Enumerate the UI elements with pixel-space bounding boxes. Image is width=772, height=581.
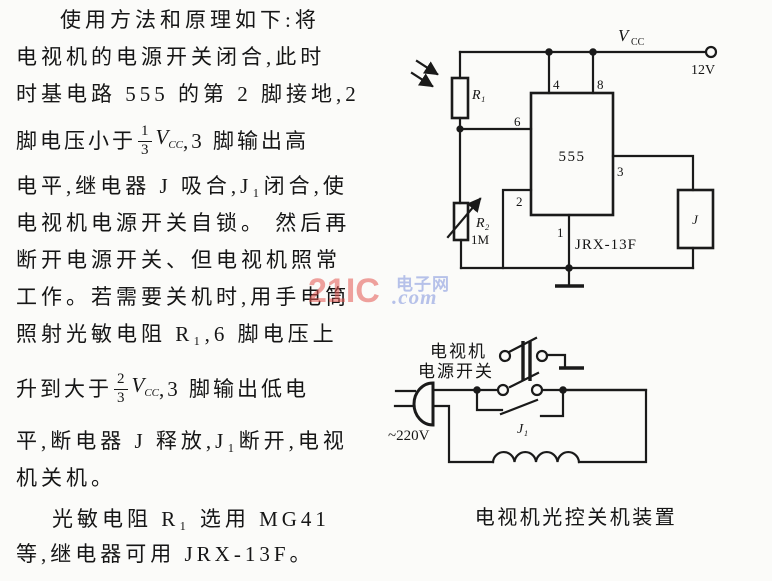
ic-555-label: 555 — [559, 149, 586, 165]
text-line: 电视机的电源开关闭合,此时 — [16, 45, 326, 69]
relay-j-box — [676, 188, 715, 250]
text-column: 使用方法和原理如下:将电视机的电源开关闭合,此时时基电路 555 的第 2 脚接… — [16, 8, 360, 566]
relay-label: J — [692, 212, 699, 227]
potentiometer-arrow — [446, 197, 482, 239]
text-line: 工作。若需要关机时,用手电筒 — [16, 285, 351, 309]
pin8-label: 8 — [597, 77, 604, 92]
pin2-label: 2 — [516, 194, 523, 209]
ic-555-box — [529, 91, 615, 217]
switch-label-line1: 电视机 — [430, 342, 487, 361]
text-line: 电平,继电器 J 吸合,J₁闭合,使 — [16, 174, 348, 198]
relay-contact-j1 — [475, 388, 565, 418]
tv-power-switch — [496, 336, 584, 397]
loop-left-wire — [431, 404, 495, 464]
supply-terminal — [704, 45, 718, 59]
relay-model-label: JRX-13F — [575, 237, 637, 253]
vcc-label: V — [618, 26, 631, 45]
vcc-symbol: VCC — [131, 373, 160, 399]
text-line: 照射光敏电阻 R₁,6 脚电压上 — [16, 322, 338, 346]
text-line: 时基电路 555 的第 2 脚接地,2 — [16, 82, 360, 106]
pin4-label: 4 — [553, 77, 560, 92]
text-line: 使用方法和原理如下:将 — [60, 8, 320, 32]
supply-voltage-label: 12V — [691, 63, 715, 78]
vcc-symbol: VCC — [155, 125, 184, 151]
r1-label: R₁ — [471, 88, 485, 103]
pin2-wire — [501, 188, 533, 270]
pin3-label: 3 — [617, 164, 624, 179]
text-line: 电视机电源开关自锁。 然后再 — [16, 211, 351, 235]
ac-plug-icon — [393, 381, 435, 427]
photoresistor-r1 — [450, 76, 470, 120]
r2-value-label: 1M — [471, 232, 490, 247]
pin3-wire — [611, 154, 695, 192]
text-line: 平,断电器 J 释放,J₁断开,电视 — [16, 429, 348, 453]
loop-right-wire — [561, 388, 648, 464]
j1-contact-label: J₁ — [517, 422, 528, 437]
pin1-label: 1 — [557, 225, 564, 240]
circuit-svg: V CC 12V 4 8 555 R₁ — [388, 26, 718, 529]
pin6-label: 6 — [514, 114, 521, 129]
vcc-sub-label: CC — [631, 37, 645, 48]
schematic-555: V CC 12V 4 8 555 R₁ — [410, 26, 718, 288]
circuit-figure: V CC 12V 4 8 555 R₁ — [386, 0, 772, 581]
switch-label-line2: 电源开关 — [418, 362, 494, 381]
ground-icon — [555, 266, 584, 288]
text-line: 光敏电阻 R₁ 选用 MG41 — [52, 507, 330, 531]
light-arrows-icon — [410, 59, 439, 88]
text-line: 等,继电器可用 JRX-13F。 — [16, 542, 315, 566]
mains-voltage-label: ~220V — [388, 428, 430, 444]
transformer-coil-icon — [491, 450, 581, 464]
r2-label: R₂ — [475, 216, 490, 231]
text-line: 机关机。 — [16, 466, 116, 490]
schematic-mains: 电视机 电源开关 ~220V — [388, 336, 678, 529]
figure-caption: 电视机光控关机装置 — [475, 506, 678, 529]
text-line: 断开电源开关、但电视机照常 — [16, 248, 341, 272]
